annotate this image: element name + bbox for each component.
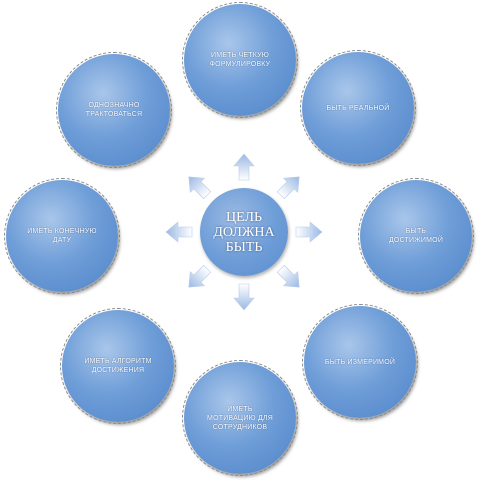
node-end-date: ИМЕТЬ КОНЕЧНУЮ ДАТУ [4,178,120,294]
node-label: БЫТЬ ИЗМЕРИМОЙ [324,358,396,366]
node-label: БЫТЬ ДОСТИЖИМОЙ [388,228,444,244]
node-achievement-algorithm: ИМЕТЬ АЛГОРИТМ ДОСТИЖЕНИЯ [60,308,176,424]
arrow-up-left [188,176,212,200]
arrow-down-left [188,264,212,288]
arrow-right [295,221,323,243]
arrow-left [165,221,193,243]
node-employee-motivation: ИМЕТЬ МОТИВАЦИЮ ДЛЯ СОТРУДНИКОВ [182,360,298,476]
arrow-down-right [276,264,300,288]
node-be-achievable: БЫТЬ ДОСТИЖИМОЙ [358,178,474,294]
node-be-real: БЫТЬ РЕАЛЬНОЙ [300,50,416,166]
arrow-up-right [276,176,300,200]
node-be-measurable: БЫТЬ ИЗМЕРИМОЙ [302,304,418,420]
arrow-down [233,283,255,311]
center-node: ЦЕЛЬ ДОЛЖНА БЫТЬ [200,188,288,276]
node-label: ИМЕТЬ КОНЕЧНУЮ ДАТУ [27,228,97,244]
arrow-up [233,153,255,181]
node-label: ИМЕТЬ МОТИВАЦИЮ ДЛЯ СОТРУДНИКОВ [207,405,273,431]
node-label: ОДНОЗНАЧНО ТРАКТОВАТЬСЯ [85,102,143,118]
node-label: БЫТЬ РЕАЛЬНОЙ [326,104,390,112]
node-clear-formulation: ИМЕТЬ ЧЕТКУЮ ФОРМУЛИРОВКУ [182,2,298,118]
node-label: ИМЕТЬ ЧЕТКУЮ ФОРМУЛИРОВКУ [209,52,271,68]
center-label: ЦЕЛЬ ДОЛЖНА БЫТЬ [213,209,275,255]
node-label: ИМЕТЬ АЛГОРИТМ ДОСТИЖЕНИЯ [84,358,152,374]
node-unambiguous: ОДНОЗНАЧНО ТРАКТОВАТЬСЯ [56,52,172,168]
